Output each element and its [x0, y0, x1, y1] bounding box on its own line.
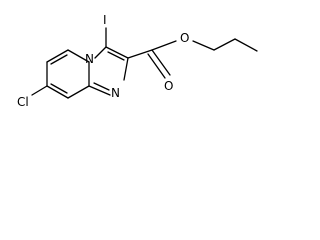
atom-bridgehead-nitrogen: N — [85, 52, 94, 66]
bond-c3-c2-inner — [107, 51, 125, 61]
bond-c8-c8a — [67, 85, 90, 99]
bond-c3-c2 — [105, 46, 129, 59]
bond-n1-c8a-inner — [93, 82, 110, 91]
atom-iodine: I — [103, 13, 107, 27]
bond-carbonyl-ester-oxygen — [151, 40, 177, 51]
atom-ester-oxygen: O — [180, 31, 189, 45]
bond-n4-c5 — [67, 49, 90, 63]
bond-ester-oxygen-ch2 — [192, 40, 215, 51]
bond-ch3-terminal — [234, 38, 258, 52]
atom-ring-nitrogen: N — [111, 86, 120, 100]
bond-c5-c6-inner — [50, 54, 68, 65]
bond-c2-n1 — [123, 57, 129, 81]
bond-ch2-ch3 — [213, 38, 236, 51]
chemical-structure: I Cl N N O O — [17, 13, 258, 109]
bond-n1-c8a — [88, 85, 111, 96]
bond-c7-c8-inner — [50, 83, 68, 94]
bond-n4-c3 — [94, 46, 107, 59]
pyridine-ring — [46, 49, 90, 99]
bond-carbonyl-oxygen-double-a — [151, 49, 171, 76]
bond-c2-carbonyl — [127, 49, 153, 59]
atom-carbonyl-oxygen: O — [164, 79, 173, 93]
bond-c7-c8 — [46, 85, 69, 99]
atom-chlorine: Cl — [17, 95, 29, 109]
imidazole-ring — [88, 46, 129, 96]
bond-carbonyl-oxygen-double-b — [147, 53, 166, 79]
bond-c7-chlorine — [31, 85, 48, 96]
ester-group — [127, 38, 258, 79]
bond-c5-c6 — [46, 49, 69, 63]
